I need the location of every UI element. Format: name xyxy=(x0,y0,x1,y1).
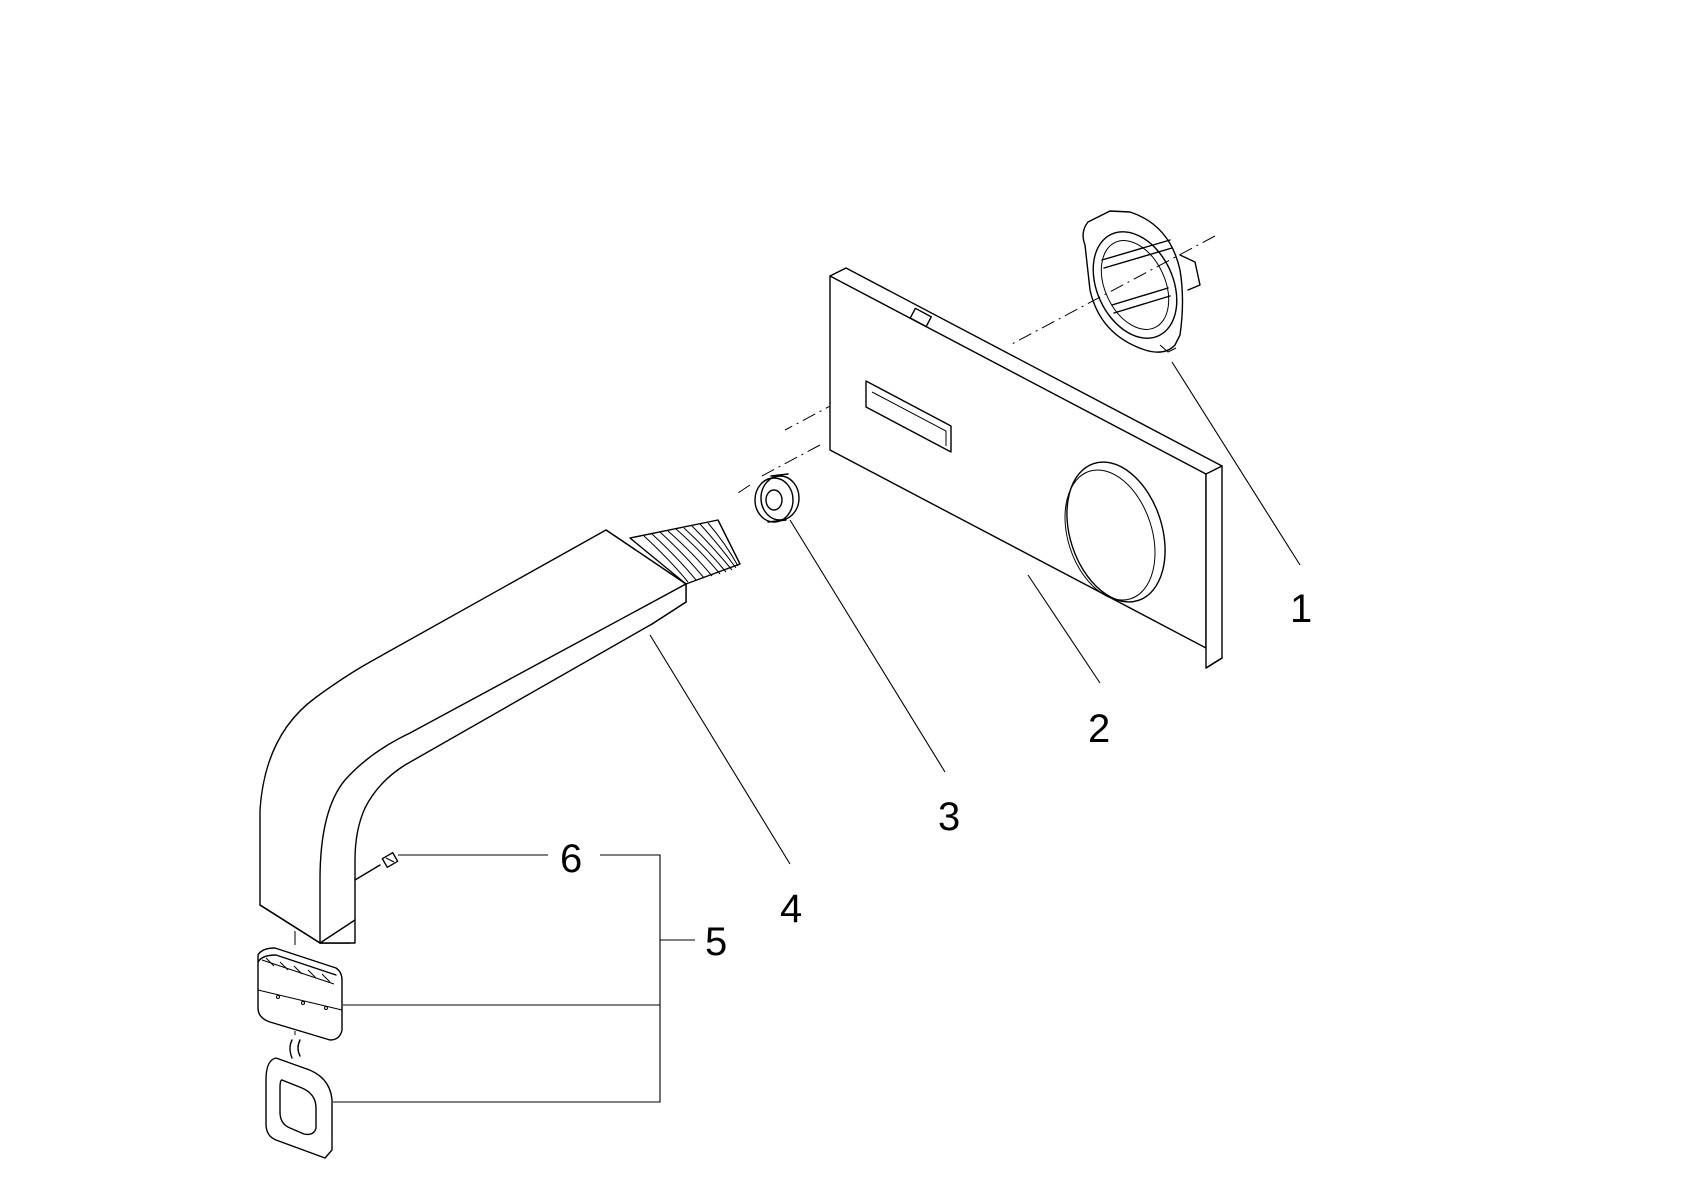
part-4-spout xyxy=(259,519,741,944)
part-5-aerator-insert xyxy=(257,947,343,1041)
part-6-grub-screw xyxy=(381,851,399,869)
part-1-mounting-ring xyxy=(1082,210,1201,353)
leader-lines xyxy=(333,361,1301,1103)
callout-6: 6 xyxy=(560,837,582,881)
callout-labels: 1 2 3 4 5 6 xyxy=(560,587,1312,964)
part-3-adapter-nut xyxy=(754,473,800,523)
callout-5: 5 xyxy=(705,920,727,964)
callout-1: 1 xyxy=(1290,587,1312,631)
callout-2: 2 xyxy=(1088,707,1110,751)
part-5-aerator-key xyxy=(265,1039,333,1159)
part-2-cover-plate xyxy=(829,267,1223,669)
callout-4: 4 xyxy=(780,887,802,931)
callout-3: 3 xyxy=(938,795,960,839)
spout-thread-lines xyxy=(643,522,739,583)
